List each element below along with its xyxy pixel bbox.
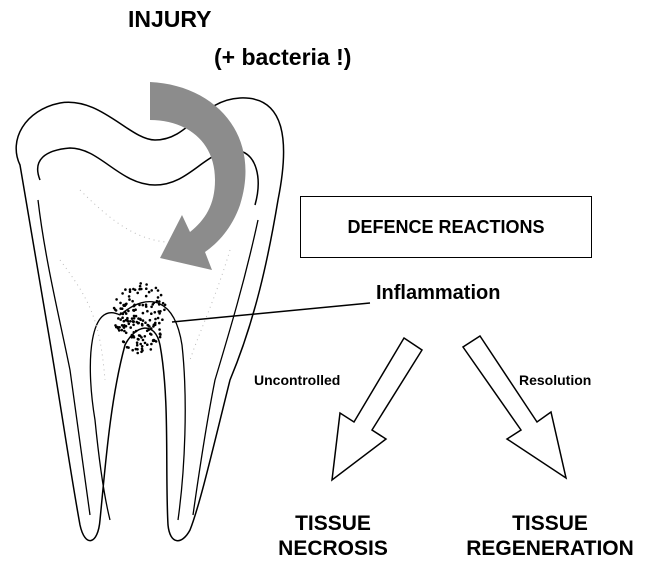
uncontrolled-label: Uncontrolled xyxy=(254,372,340,388)
injury-title: INJURY xyxy=(128,6,212,33)
inflamed-pulp-stipple xyxy=(113,282,167,354)
inflammation-pointer-line xyxy=(172,303,370,322)
outcome-right-line2: REGENERATION xyxy=(455,536,645,561)
outcome-right-line1: TISSUE xyxy=(455,511,645,536)
outcome-left-line1: TISSUE xyxy=(268,511,398,536)
uncontrolled-arrow xyxy=(332,338,422,480)
tissue-necrosis-outcome: TISSUE NECROSIS xyxy=(268,511,398,561)
outcome-left-line2: NECROSIS xyxy=(268,536,398,561)
resolution-label: Resolution xyxy=(519,372,591,388)
resolution-arrow xyxy=(463,336,566,478)
inflammation-label: Inflammation xyxy=(376,282,500,305)
injury-subtitle: (+ bacteria !) xyxy=(214,44,351,71)
tissue-regeneration-outcome: TISSUE REGENERATION xyxy=(455,511,645,561)
defence-reactions-box: DEFENCE REACTIONS xyxy=(300,196,592,258)
